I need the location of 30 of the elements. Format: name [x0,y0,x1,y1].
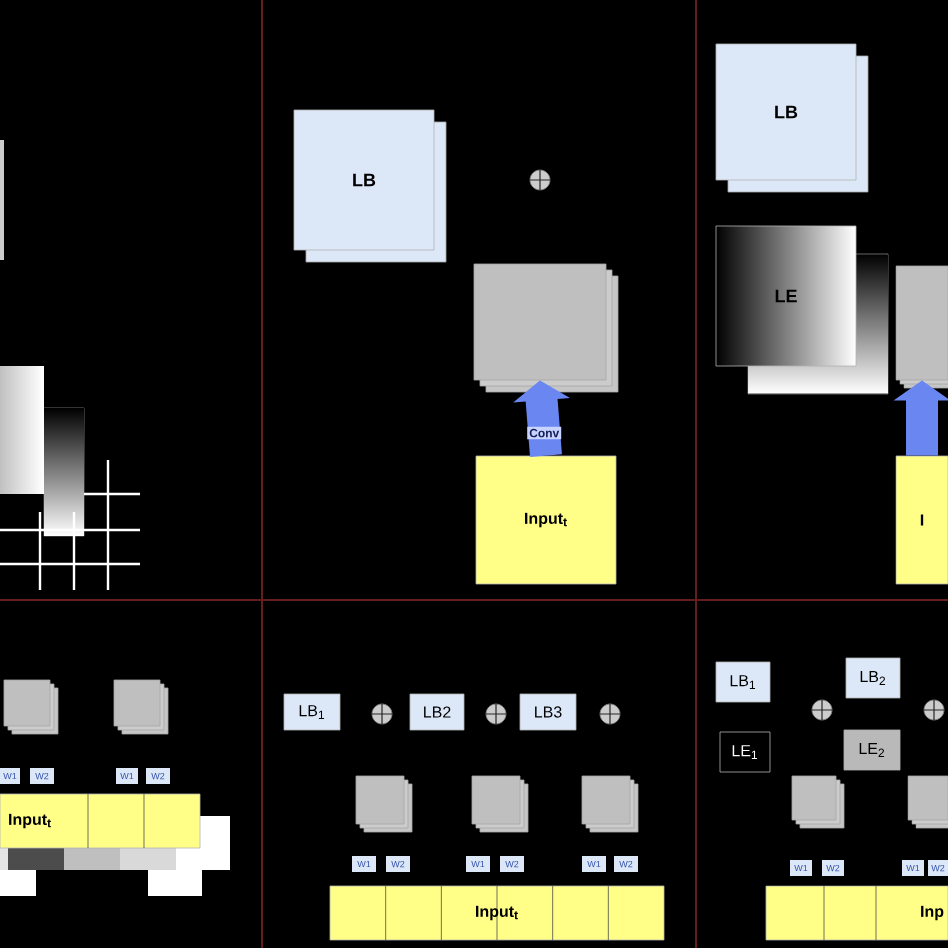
plus-circle [529,169,551,191]
label-box: LB$_{1}$ [715,661,771,703]
plus-circle [599,703,621,725]
gradient-box: LE [715,225,889,395]
input-box: Input$_{t}$ [329,885,665,941]
input-box: Input$_{t}$ [0,793,201,849]
feature-map-stack [113,679,169,735]
label-box: LE$_{2}$ [843,729,901,771]
feature-map-stack [581,775,639,833]
feature-map-stack [895,265,948,389]
label-box: LB [293,109,447,263]
feature-map-stack [3,679,59,735]
feature-map-stack [473,263,619,393]
input-box: I [895,455,948,585]
feature-map-stack [471,775,529,833]
plus-circle [811,699,833,721]
label-box: LB$_{1}$ [283,693,341,731]
input-box: Input$_{t}$ [475,455,617,585]
feature-map-stack [355,775,413,833]
plus-circle [485,703,507,725]
plus-circle [371,703,393,725]
label-box: LB$_{2}$ [845,657,901,699]
label-box: LB2 [409,693,465,731]
input-box: Inp [765,885,948,941]
label-box: LB [715,43,869,193]
label-box: LB3 [519,693,577,731]
feature-map-stack [791,775,845,829]
plus-circle [923,699,945,721]
feature-map-stack [907,775,948,829]
label-box: LE$_{1}$ [719,731,771,773]
